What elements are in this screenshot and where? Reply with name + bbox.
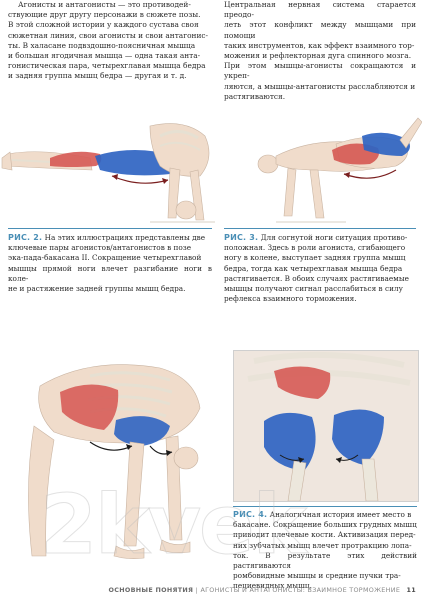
caption-line: РИС. 4. Аналогичная история имеет место … bbox=[233, 510, 417, 520]
figure-3-label: РИС. 3. bbox=[224, 233, 259, 242]
caption-line: пециевидных мышц. bbox=[233, 581, 312, 591]
caption-text: Аналогичная история имеет место в bbox=[269, 510, 412, 519]
caption-line: РИС. 3. Для согнутой ноги ситуация проти… bbox=[224, 233, 416, 243]
caption-line: них зубчатых мышц влечет протракцию лопа… bbox=[233, 540, 412, 550]
body-line: гонистическая пара, четырехглавая мышца … bbox=[8, 61, 206, 71]
body-line: ствующие друг другу персонажи в сюжете п… bbox=[8, 10, 201, 20]
caption-text: Для согнутой ноги ситуация противо- bbox=[260, 233, 408, 242]
body-line: ляются, а мышцы-антагонисты расслабляютс… bbox=[224, 81, 416, 91]
figure-4-inset-drawing bbox=[234, 351, 418, 501]
caption-line: мышцы прямой ноги влечет разгибание ноги… bbox=[8, 263, 212, 283]
body-line: можения и рефлекторная дуга спинного моз… bbox=[224, 51, 412, 61]
footer-separator: | bbox=[195, 586, 199, 594]
caption-text: На этих иллюстрациях представлены две bbox=[44, 233, 206, 242]
figure-3-caption: РИС. 3. Для согнутой ноги ситуация проти… bbox=[224, 233, 416, 304]
figure-4-rule bbox=[233, 506, 417, 507]
footer-section: ОСНОВНЫЕ ПОНЯТИЯ bbox=[108, 586, 194, 594]
body-line: Агонисты и антагонисты — это противодей- bbox=[18, 0, 191, 9]
caption-line: ключевые пары агонистов/антагонистов в п… bbox=[8, 243, 192, 253]
caption-line: бедра, тогда как четырехглавая мышца бед… bbox=[224, 263, 403, 273]
page-number: 11 bbox=[406, 586, 416, 594]
figure-4-label: РИС. 4. bbox=[233, 510, 268, 519]
footer-chapter: АГОНИСТЫ И АНТАГОНИСТЫ: ВЗАИМНОЕ ТОРМОЖЕ… bbox=[200, 586, 401, 594]
figure-3-illustration bbox=[236, 104, 422, 226]
figure-2-drawing bbox=[1, 123, 215, 223]
body-line: леть этот конфликт между мышцами при пом… bbox=[224, 20, 416, 40]
figure-4-caption: РИС. 4. Аналогичная история имеет место … bbox=[233, 510, 417, 592]
caption-line: бакасане. Сокращение больших грудных мыш… bbox=[233, 520, 417, 530]
caption-line: эка-пада-бакасана II. Сокращение четырех… bbox=[8, 253, 202, 263]
body-line: и задняя группа мышц бедра — другая и т.… bbox=[8, 71, 187, 81]
page-footer: ОСНОВНЫЕ ПОНЯТИЯ | АГОНИСТЫ И АНТАГОНИСТ… bbox=[108, 586, 416, 594]
figure-2-rule bbox=[8, 228, 212, 229]
figure-4-main-drawing bbox=[28, 364, 201, 559]
caption-line: положная. Здесь в роли агониста, сгибающ… bbox=[224, 243, 406, 253]
body-line: В этой сложной истории у каждого сустава… bbox=[8, 20, 199, 30]
body-line: и большая ягодичная мышца — одна такая а… bbox=[8, 51, 201, 61]
body-line: растягиваются. bbox=[224, 91, 286, 101]
body-line: таких инструментов, как эффект взаимного… bbox=[224, 40, 415, 50]
caption-line: не и растяжение задней группы мышц бедра… bbox=[8, 284, 186, 294]
caption-line: растягивается. В обоих случаях растягива… bbox=[224, 273, 409, 283]
figure-3-rule bbox=[224, 228, 416, 229]
caption-line: рефлекса взаимного торможения. bbox=[224, 294, 357, 304]
figure-3-drawing bbox=[257, 117, 422, 223]
figure-2-caption: РИС. 2. На этих иллюстрациях представлен… bbox=[8, 233, 212, 294]
body-line: сюжетная линия, свои агонисты и свои ант… bbox=[8, 30, 209, 40]
caption-line: ногу в колене, выступает задняя группа м… bbox=[224, 253, 406, 263]
caption-line: РИС. 2. На этих иллюстрациях представлен… bbox=[8, 233, 212, 243]
body-line: ты. В халасане подвздошно-поясничная мыш… bbox=[8, 40, 196, 50]
figure-2-label: РИС. 2. bbox=[8, 233, 43, 242]
body-text-right: Центральная нервная система старается пр… bbox=[224, 0, 416, 102]
caption-line: мышцы получают сигнал расслабиться в сил… bbox=[224, 284, 403, 294]
body-line: Центральная нервная система старается пр… bbox=[224, 0, 416, 20]
figure-4-main-illustration bbox=[20, 346, 230, 586]
caption-line: приводит плечевые кости. Активизация пер… bbox=[233, 530, 416, 540]
figure-2-illustration bbox=[0, 96, 218, 226]
caption-line: ромбовидные мышцы и средние пучки тра- bbox=[233, 571, 401, 581]
body-text-left: Агонисты и антагонисты — это противодей-… bbox=[8, 0, 213, 82]
figure-4-inset-illustration bbox=[233, 350, 419, 502]
body-line: При этом мышцы-агонисты сокращаются и ук… bbox=[224, 61, 416, 81]
caption-line: ток. В результате этих действий растягив… bbox=[233, 550, 417, 571]
